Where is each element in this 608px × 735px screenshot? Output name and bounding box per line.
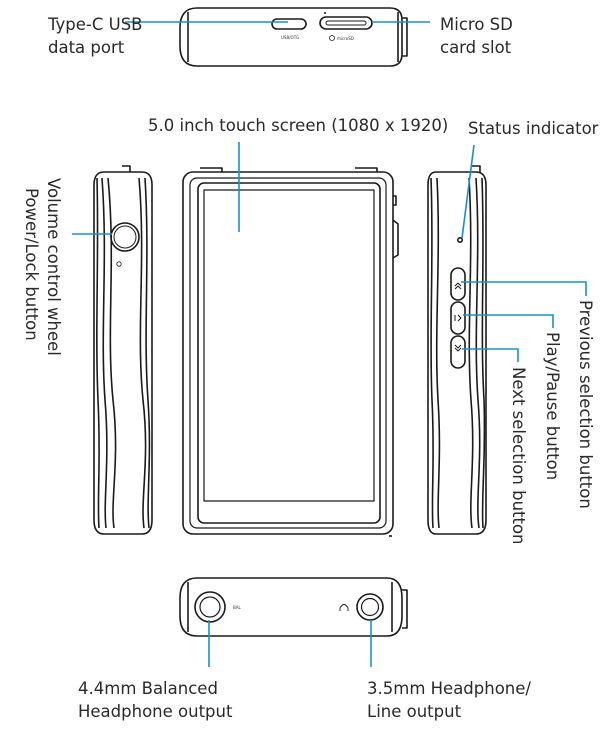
headphone-jack-icon: [356, 593, 384, 621]
sd-slot-text: microSD: [337, 36, 354, 41]
status-led-icon: [456, 237, 463, 244]
usb-port-text: USB/OTG: [281, 35, 299, 40]
previous-leader: [461, 281, 587, 296]
front-view: [182, 167, 399, 537]
next-button-icon: [450, 335, 466, 369]
leader-lines: [72, 21, 587, 667]
usb-port-label: Type-C USB data port: [48, 15, 143, 57]
next-label: Next selection button: [509, 367, 528, 545]
left-side-view: [93, 165, 153, 535]
play-pause-label: Play/Pause button: [543, 332, 562, 481]
usb-port-icon: [271, 18, 307, 30]
bal-text: BAL: [233, 605, 241, 610]
status-label: Status indicator: [468, 119, 599, 138]
power-icon: [116, 261, 122, 267]
play-leader: [463, 314, 554, 328]
sd-slot-label: Micro SD card slot: [440, 15, 513, 57]
volume-wheel-label: Volume control wheel: [44, 178, 63, 356]
bal-output-label: 4.4mm Balanced Headphone output: [78, 679, 233, 721]
sd-slot-icon: [319, 16, 373, 30]
play-pause-button-icon: [450, 301, 466, 335]
power-lock-label: Power/Lock button: [22, 188, 41, 341]
right-side-view: [427, 165, 487, 535]
top-view: [179, 7, 408, 67]
next-leader: [462, 348, 519, 362]
headphone-icon: [339, 604, 349, 611]
screen-label: 5.0 inch touch screen (1080 x 1920): [148, 116, 449, 135]
status-leader: [461, 144, 475, 239]
volume-wheel-icon: [110, 222, 140, 252]
balanced-jack-icon: [194, 591, 226, 623]
bottom-view: [179, 577, 408, 637]
previous-label: Previous selection button: [576, 300, 595, 509]
previous-button-icon: [450, 267, 466, 301]
hp-output-label: 3.5mm Headphone/ Line output: [367, 679, 531, 721]
touch-screen: [197, 182, 381, 524]
